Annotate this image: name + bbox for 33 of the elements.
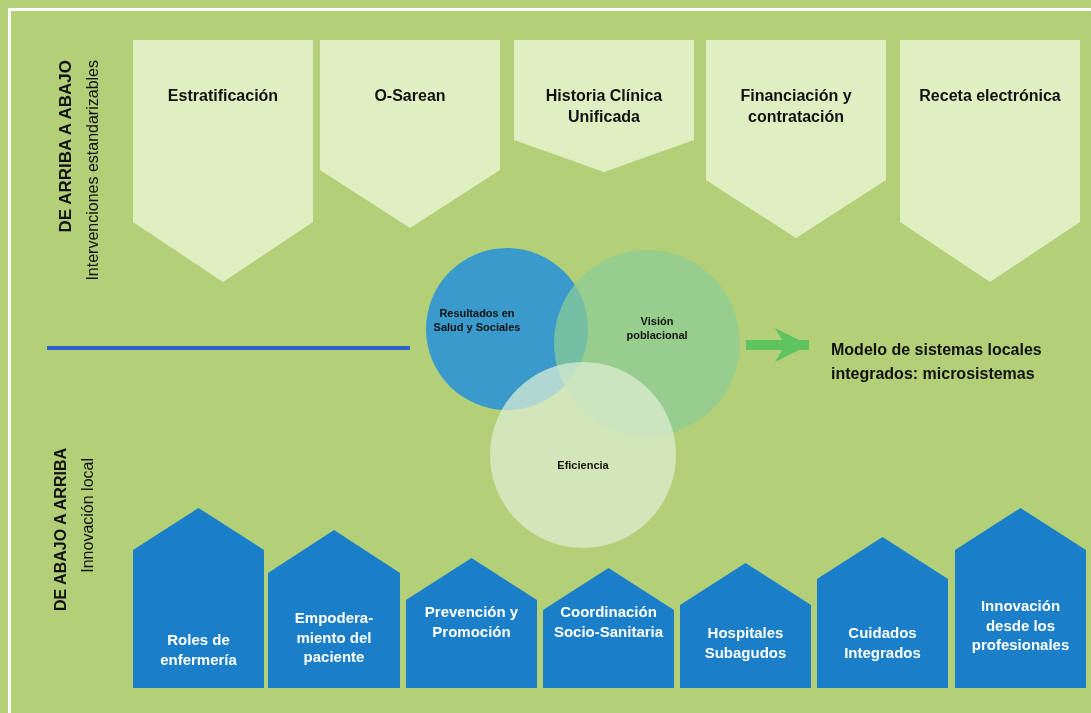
shape-label: Estratificación <box>166 86 280 106</box>
circle-label: Visión poblacional <box>625 314 689 343</box>
shape-label: Prevención y Promoción <box>423 602 520 641</box>
house-shape <box>817 537 948 688</box>
shape-label: Roles de enfermería <box>159 630 238 669</box>
shape-label: Financiación y contratación <box>739 86 853 127</box>
house-shape <box>543 568 674 688</box>
shape-label: Coordinación Socio-Sanitaria <box>553 602 664 641</box>
shape-label: Hospitales Subagudos <box>703 623 788 662</box>
house-shape <box>955 508 1086 688</box>
pentagon-banner <box>514 40 694 172</box>
shape-label: Innovación desde los profesionales <box>970 596 1071 655</box>
shape-label: Cuidados Integrados <box>843 623 922 662</box>
pentagon-banner <box>706 40 886 238</box>
circle-label: Eficiencia <box>556 458 610 473</box>
result-text: Modelo de sistemas locales integrados: microsistemas <box>831 338 1081 386</box>
house-shape <box>680 563 811 688</box>
shape-label: Historia Clínica Unificada <box>544 86 664 127</box>
pentagon-banner <box>133 40 313 282</box>
house-shape <box>406 558 537 688</box>
side-heading: DE ARRIBA A ABAJO <box>56 60 76 233</box>
house-shape <box>133 508 264 688</box>
circle-label: Resultados en Salud y Sociales <box>432 306 522 335</box>
shape-label: O-Sarean <box>373 86 447 106</box>
side-subheading: Intervenciones estandarizables <box>84 60 102 281</box>
pentagon-banner <box>320 40 500 228</box>
side-subheading: Innovación local <box>79 458 97 573</box>
pentagon-banner <box>900 40 1080 282</box>
shape-label: Receta electrónica <box>918 86 1062 106</box>
side-heading: DE ABAJO A ARRIBA <box>52 448 70 611</box>
arrow <box>746 328 809 362</box>
shape-label: Empodera-miento del paciente <box>293 608 375 667</box>
house-shape <box>268 530 400 688</box>
